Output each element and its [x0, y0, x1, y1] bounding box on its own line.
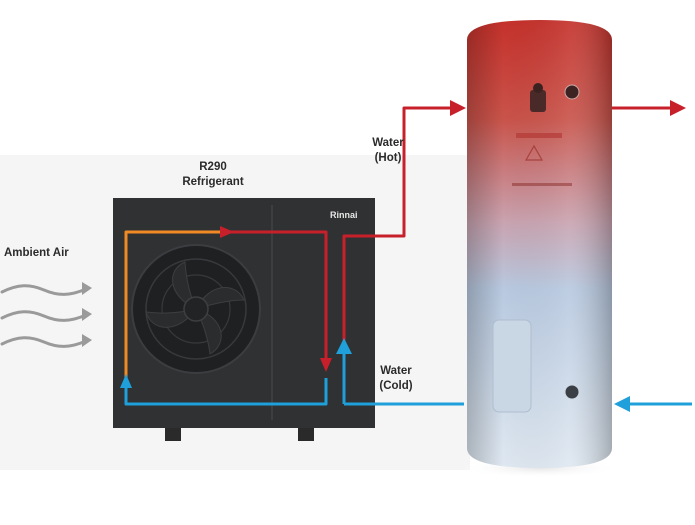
refrigerant-pipe-red	[222, 230, 328, 364]
air-arrowhead-1	[82, 282, 92, 295]
tank-warning-label	[516, 133, 562, 138]
refrigerant-pipe-return	[124, 378, 328, 406]
water-hot-label: Water (Hot)	[358, 136, 418, 166]
air-flow-arrow-1	[0, 284, 88, 296]
refrigerant-loop	[124, 230, 328, 406]
fan-blades	[145, 261, 245, 355]
refrigerant-arrow-right	[220, 226, 234, 238]
fan-hub	[183, 296, 209, 322]
tank-warning-icon	[524, 144, 544, 161]
refrigerant-arrow-up	[120, 374, 132, 388]
tank-lower-port-icon	[564, 384, 580, 400]
hot-water-arrow-out	[670, 100, 686, 116]
refrigerant-arrow-down	[320, 358, 332, 372]
refrigerant-label: R290 Refrigerant	[168, 160, 258, 190]
air-flow-arrow-2	[0, 310, 88, 322]
unit-foot-right	[298, 425, 314, 441]
cold-water-arrow-in	[614, 396, 630, 412]
cold-water-arrow-up	[336, 338, 352, 354]
tank-upper-valve-icon	[530, 83, 546, 112]
air-arrowhead-3	[82, 334, 92, 347]
water-loop	[342, 106, 692, 406]
ambient-air-arrows	[0, 284, 88, 348]
heat-pump-unit	[113, 198, 375, 441]
refrigerant-pipe-orange	[124, 230, 222, 382]
water-cold-label-line1: Water	[380, 365, 412, 377]
ambient-air-label: Ambient Air	[4, 247, 69, 259]
refrigerant-label-line1: R290	[199, 161, 227, 173]
water-cold-label: Water (Cold)	[366, 364, 426, 394]
tank-access-panel	[492, 319, 532, 413]
hot-water-arrow-in	[450, 100, 466, 116]
air-arrowhead-2	[82, 308, 92, 321]
water-hot-label-line2: (Hot)	[374, 152, 402, 164]
unit-foot-left	[165, 425, 181, 441]
water-cold-label-line2: (Cold)	[379, 380, 413, 392]
fan-grille-ring	[145, 258, 247, 360]
tank-spec-label	[512, 183, 572, 186]
unit-brand-logo: Rinnai	[330, 210, 358, 220]
water-hot-label-line1: Water	[372, 137, 404, 149]
refrigerant-label-line2: Refrigerant	[182, 176, 244, 188]
tank-upper-port-icon	[564, 84, 580, 100]
fan-grille-ring-inner	[161, 274, 231, 344]
air-flow-arrow-3	[0, 336, 88, 348]
hot-water-tank	[467, 20, 612, 468]
hot-water-pipe	[342, 106, 452, 404]
